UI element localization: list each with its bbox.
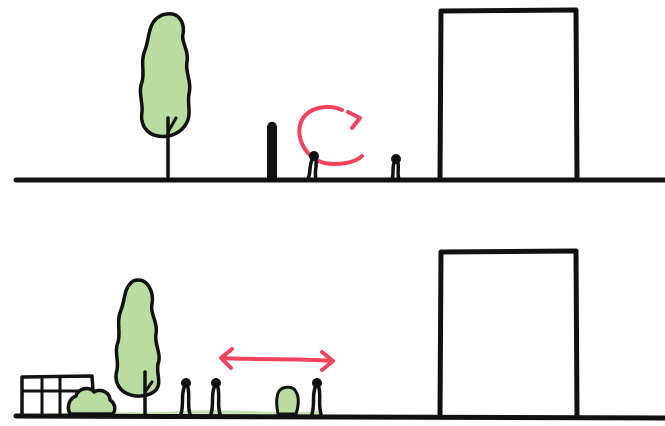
person-icon: [312, 378, 322, 414]
person-icon: [211, 378, 221, 414]
top-panel: [16, 10, 665, 180]
bollard-icon: [268, 123, 276, 180]
shrub-icon: [277, 387, 299, 414]
rotate-arrow-icon: [299, 107, 362, 164]
tree-icon: [140, 14, 189, 178]
person-icon: [391, 154, 401, 179]
person-icon: [181, 378, 191, 414]
bottom-panel: [16, 251, 665, 418]
building-icon: [440, 251, 577, 416]
person-icon: [308, 151, 319, 179]
building-icon: [440, 10, 577, 178]
double-arrow-icon: [221, 349, 333, 370]
tree-icon: [116, 280, 159, 414]
bottom-ground-line: [16, 416, 665, 418]
